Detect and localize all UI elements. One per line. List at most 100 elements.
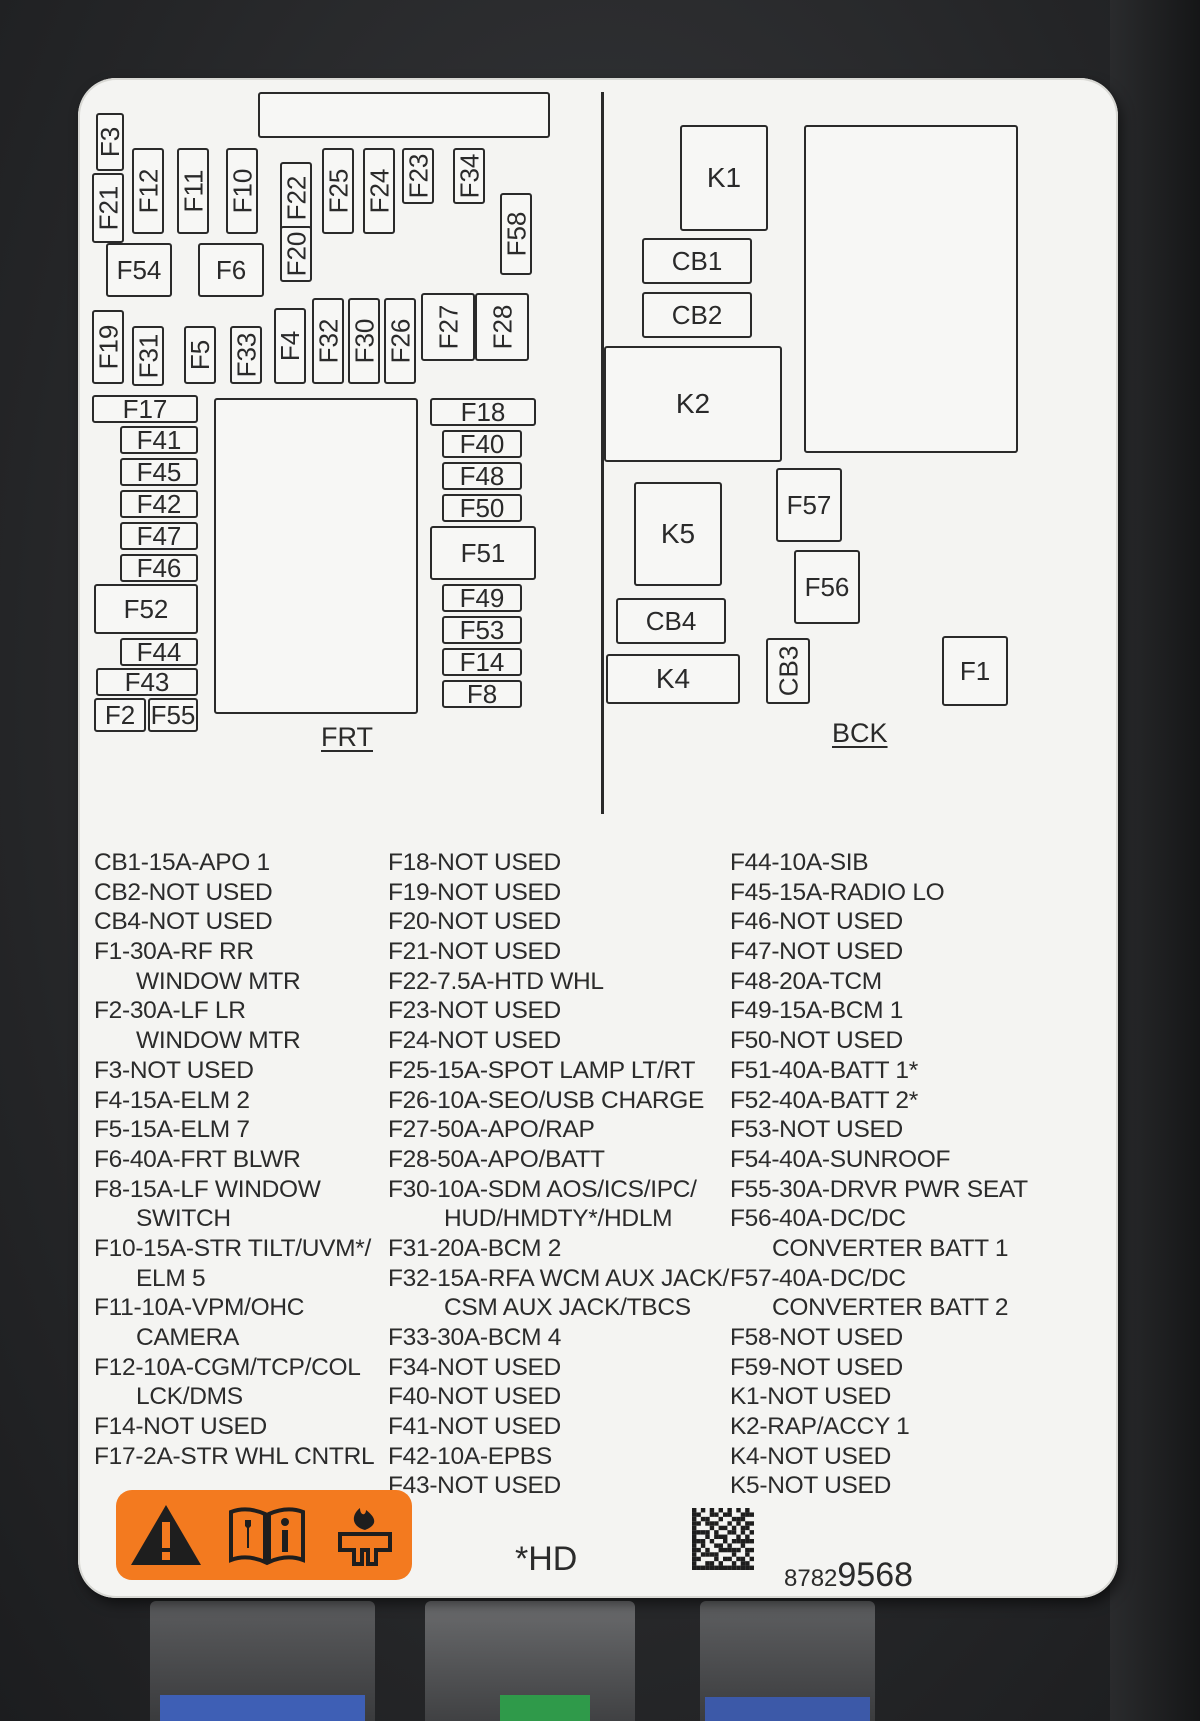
fuse-box-f22: F22 [280, 162, 312, 234]
fuse-box-f45: F45 [120, 458, 198, 486]
fuse-box-f55: F55 [148, 698, 198, 732]
fuse-box-f34: F34 [453, 148, 485, 204]
fuse-box-label: F41 [136, 425, 182, 455]
frt-center-block [214, 398, 418, 714]
fuse-box-label: CB3 [773, 645, 804, 697]
frt-section-label: FRT [321, 722, 373, 752]
fuse-box-f30: F30 [348, 298, 380, 384]
fuse-box-label: F55 [150, 700, 196, 730]
legend-line: F27-50A-APO/RAP [388, 1116, 595, 1144]
legend-line: F32-15A-RFA WCM AUX JACK/ [388, 1264, 730, 1292]
legend-line: F41-NOT USED [388, 1413, 561, 1441]
fuse-box-cb1: CB1 [642, 238, 752, 284]
legend-line: F54-40A-SUNROOF [730, 1145, 951, 1173]
fuse-box-f1: F1 [942, 636, 1008, 706]
fuse-box-label: F48 [459, 461, 505, 491]
legend-line: K4-NOT USED [730, 1442, 891, 1470]
fuse-box-label: F8 [466, 679, 498, 709]
fuse-box-label: F32 [313, 318, 343, 364]
fuse-box-f32: F32 [312, 298, 344, 384]
fuse-box-label: F27 [433, 304, 463, 350]
legend-line: F10-15A-STR TILT/UVM*/ [94, 1234, 372, 1262]
legend-line: LCK/DMS [136, 1383, 243, 1411]
fuse-box-label: F30 [349, 318, 379, 364]
fuse-box-label: F49 [459, 583, 505, 613]
fuse-box-label: F43 [124, 667, 170, 697]
legend-line: F59-NOT USED [730, 1353, 903, 1381]
legend-line: F21-NOT USED [388, 938, 561, 966]
legend-line: F4-15A-ELM 2 [94, 1086, 250, 1114]
legend-line: F30-10A-SDM AOS/ICS/IPC/ [388, 1175, 697, 1203]
legend-line: F48-20A-TCM [730, 967, 882, 995]
fuse-box-f41: F41 [120, 426, 198, 454]
fuse-box-label: F2 [104, 700, 136, 730]
fuse-box-f4: F4 [274, 308, 306, 384]
fuse-box-label: K4 [655, 663, 691, 694]
fuse-box-label: F23 [403, 153, 433, 199]
legend-line: F31-20A-BCM 2 [388, 1234, 562, 1262]
fuse-box-label: F4 [275, 330, 305, 362]
fuse-box-label: K1 [706, 162, 742, 193]
fuse-box-f49: F49 [442, 584, 522, 612]
fuse-box-f10: F10 [226, 148, 258, 234]
part-number: 87829568 [784, 1556, 913, 1595]
fuse-box-cb4: CB4 [616, 598, 726, 644]
fuse-box-label: F33 [231, 332, 261, 378]
fuse-box-label: F25 [323, 168, 353, 214]
fuse-box-f31: F31 [132, 326, 164, 386]
fuse-box-label: F42 [136, 489, 182, 519]
legend-line: F20-NOT USED [388, 908, 561, 936]
fuse-box-f56: F56 [794, 550, 860, 624]
blue-connector-right [705, 1697, 870, 1721]
fuse-box-f52: F52 [94, 584, 198, 634]
fuse-box-f27: F27 [421, 293, 475, 361]
legend-line: F43-NOT USED [388, 1472, 561, 1500]
relay-block-large [804, 125, 1018, 453]
fuse-box-k2: K2 [604, 346, 782, 462]
fuse-box-label: F18 [460, 397, 506, 427]
legend-line: F19-NOT USED [388, 878, 561, 906]
fuse-box-f51: F51 [430, 526, 536, 580]
legend-line: F18-NOT USED [388, 849, 561, 876]
legend-line: F22-7.5A-HTD WHL [388, 967, 604, 995]
fuse-box-label: F3 [95, 126, 125, 158]
housing-edge [1110, 0, 1200, 1721]
fuse-box-label: F50 [459, 493, 505, 523]
legend-line: CONVERTER BATT 2 [772, 1294, 1009, 1322]
legend-line: F1-30A-RF RR [94, 938, 254, 966]
legend-line: K1-NOT USED [730, 1383, 891, 1411]
warning-symbols-panel [116, 1490, 412, 1580]
legend-line: CONVERTER BATT 1 [772, 1234, 1009, 1262]
fuse-box-label: F57 [786, 490, 832, 520]
legend-line: F52-40A-BATT 2* [730, 1086, 918, 1114]
fuse-box-f58: F58 [500, 193, 532, 275]
fuse-box-f8: F8 [442, 680, 522, 708]
fuse-box-label: F14 [459, 647, 505, 677]
legend-line: F53-NOT USED [730, 1116, 903, 1144]
warning-triangle-icon [130, 1505, 201, 1565]
legend-line: F6-40A-FRT BLWR [94, 1145, 301, 1173]
legend-line: F24-NOT USED [388, 1027, 561, 1055]
legend-line: CAMERA [136, 1324, 240, 1351]
fuse-box-label: F54 [116, 255, 162, 285]
legend-line: F58-NOT USED [730, 1324, 903, 1351]
legend-line: K5-NOT USED [730, 1472, 891, 1500]
fuse-box-label: F52 [123, 594, 169, 624]
fuse-box-label: F20 [281, 231, 311, 277]
legend-line: F42-10A-EPBS [388, 1442, 552, 1470]
fuse-box-f12: F12 [132, 148, 164, 234]
fuse-box-label: F5 [185, 339, 215, 371]
fuse-box-label: F1 [959, 656, 991, 686]
legend-line: F44-10A-SIB [730, 849, 869, 876]
fuse-box-f14: F14 [442, 648, 522, 676]
legend-line: WINDOW MTR [136, 1027, 301, 1055]
fuse-box-f25: F25 [322, 148, 354, 234]
fuse-box-label: F47 [136, 521, 182, 551]
fuse-box-f21: F21 [92, 173, 124, 243]
fuse-box-label: F45 [136, 457, 182, 487]
legend-line: WINDOW MTR [136, 967, 301, 995]
fuse-box-label: F31 [133, 333, 163, 379]
